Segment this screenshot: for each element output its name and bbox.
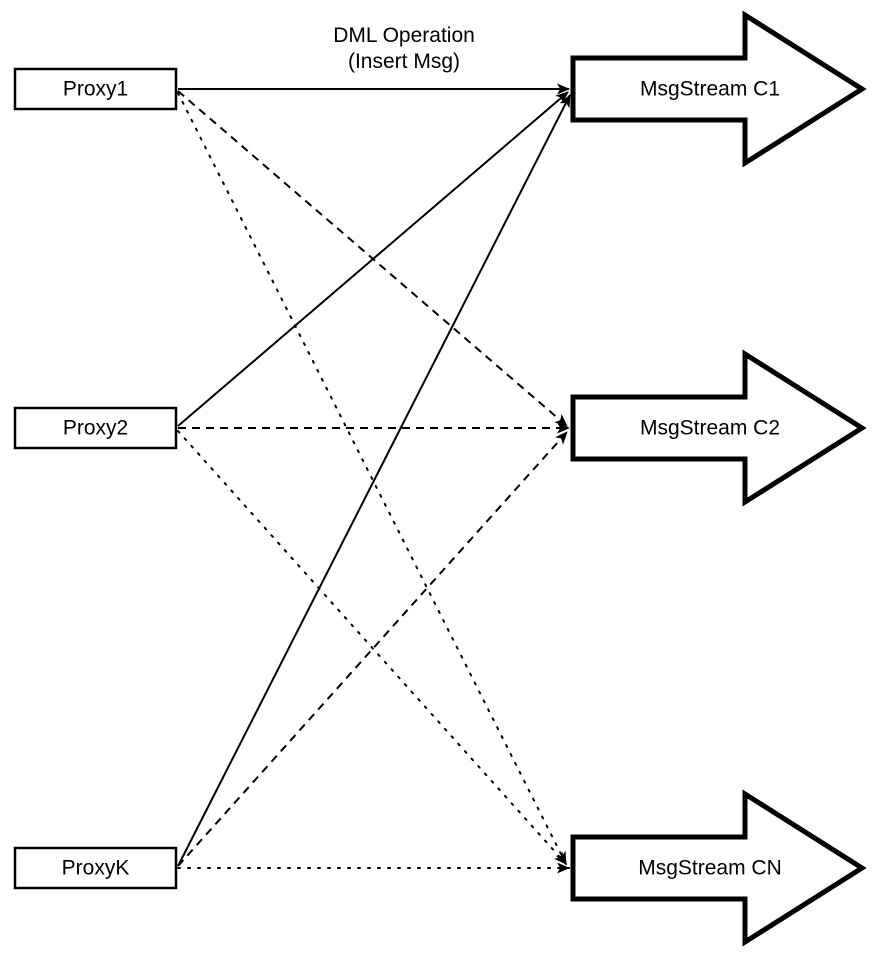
edge-proxy2-to-stream-c1 [177,91,569,427]
proxy-node-proxy1[interactable]: Proxy1 [13,67,178,111]
stream-label: MsgStream C1 [640,78,780,101]
proxy-box[interactable] [13,67,178,111]
proxy-label: Proxy2 [63,417,128,440]
proxy-label: ProxyK [62,857,130,880]
stream-label: MsgStream CN [638,857,782,880]
stream-node-c2[interactable]: MsgStream C2 [570,349,867,507]
dml-operation-line1: DML Operation [333,24,475,47]
proxy-node-proxy2[interactable]: Proxy2 [13,406,178,450]
edge-proxy1-to-stream-cn [177,92,567,865]
proxy-node-proxyk[interactable]: ProxyK [13,846,178,890]
stream-label: MsgStream C2 [640,417,780,440]
edge-layer [177,83,571,874]
stream-arrow-shape[interactable] [570,789,867,947]
stream-arrow-shape[interactable] [570,10,867,168]
proxy-label: Proxy1 [63,78,128,101]
edge-proxy2-to-stream-cn [177,430,567,865]
stream-node-cn[interactable]: MsgStream CN [570,789,867,947]
stream-node-c1[interactable]: MsgStream C1 [570,10,867,168]
edge-proxyk-to-stream-c1 [177,94,571,867]
dml-operation-annotation: DML Operation (Insert Msg) [333,24,475,73]
stream-arrow-shape[interactable] [570,349,867,507]
proxy-box[interactable] [13,406,178,450]
proxy-box[interactable] [13,846,178,890]
dml-operation-line2: (Insert Msg) [348,50,460,73]
